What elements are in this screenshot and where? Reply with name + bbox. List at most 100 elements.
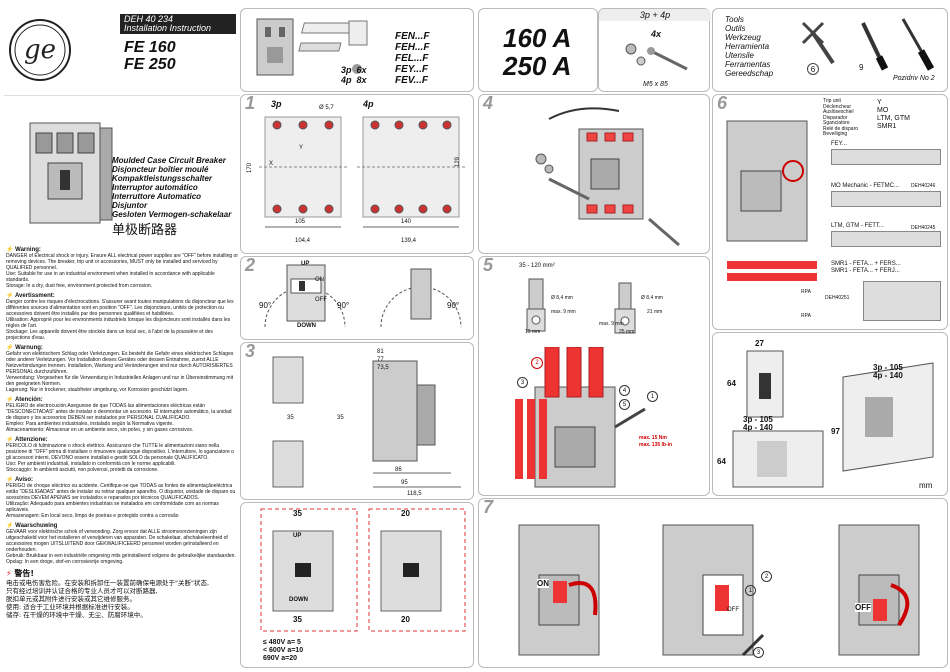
breaker-image [29,122,113,224]
warning-de: ⚡ Warnung: Gefahr von elektrischem Schla… [6,344,238,393]
step7-number: 7 [483,497,494,517]
qty-6x: 6x [356,65,367,75]
w-21: 21 mm [647,309,663,315]
row-mo: MO Mechanic - FETMC... [831,183,900,189]
warnings-block: ⚡ Warning: DANGER of Electrical shock or… [6,246,238,619]
tools-title: Outils [725,24,746,33]
step2-on: ON [315,277,324,283]
step6-panel: 6 Trip unit Déclencheur Auslöseschiel Di… [712,93,948,330]
callout-1: 1 [647,391,658,402]
step4-panel: 4 [478,93,710,254]
product-name-es: Interruptor automático [112,183,198,192]
code-a: DEH40246 [911,183,936,189]
callout-3: 3 [517,377,528,388]
bolt-icon: ⚡ [6,345,14,351]
product-name-pt: Disjuntor [112,201,148,210]
variant-item: FEV...F [395,75,428,86]
legend-item: MO [877,107,889,114]
warning-it: ⚡ Attenzione: PERICOLO di fulminazione o… [6,436,238,473]
screw-icon [625,43,688,71]
angle-left: 90° [259,301,272,310]
warning-use: Empleo: Para ambientes industriales, ins… [6,421,174,427]
step3-clearance-panel: 35 20 UP DOWN 35 20 ≤ 480V a= 5 < 600V a… [240,502,474,668]
warning-use: Gebruik: Bruikbaar in een industriële om… [6,553,236,559]
ltm-plate [831,231,941,247]
step7-breaker-off [838,524,920,656]
rpa-b: RPA [801,313,811,319]
step5-number: 5 [483,255,494,275]
warning-use: Utilização: Adequado para ambientes indu… [6,501,219,513]
hole-b: Ø 8,4 mm [641,295,663,301]
step2-orientation-diagram [264,264,462,328]
axis-y: Y [299,145,304,151]
doc-number: DEH 40 234 [124,14,174,24]
warning-title: Attenzione: [14,437,48,443]
breaker-parts-image [256,18,368,76]
tools-title: Ferramentas [725,60,771,69]
warning-storage: Stockage: Les appareils doivent être sto… [6,329,213,341]
zh-line: 脱扣单元或其附件进行安装或其它维修服务。 [6,595,136,603]
product-name-nl: Gesloten Vermogen-schakelaar [112,210,232,219]
warning-text: Danger contre les risques d'électrocutio… [6,299,234,317]
rpa-a: RPA [801,289,811,295]
warning-text: DANGER of Electrical shock or injury. En… [6,253,238,271]
legend-item: Disparador [823,114,848,121]
tools-panel: Tools Outils Werkzeug Herramienta Utensi… [712,8,948,92]
doc-header-bar: DEH 40 234 Installation Instruction [120,14,236,34]
clearance-diagram [260,508,466,632]
warning-text: Gefahr von elektrischem Schlag oder Verl… [6,351,234,375]
rating-160: 160 A [503,23,572,53]
step1-number: 1 [245,93,256,113]
product-name-zh: 单极断路器 [112,223,178,238]
cut-64a: 64 [727,379,736,388]
clear-20-bottom: 20 [401,615,410,624]
warning-text: GEVAAR voor elektrische schok of verwond… [6,529,228,553]
variant-item: FEN...F [395,31,430,42]
step1-label-4p: 4p [363,99,374,109]
kit-qty: 4x [651,29,662,39]
warning-use: Verwendung: Vorgesehen für die Verwendun… [6,375,234,387]
cut-unit: mm [919,481,933,490]
legend-item: SMR1 [877,123,897,130]
legend-item: Déclencheur [823,103,852,110]
callout-2: 2 [531,357,543,369]
step4-number: 4 [483,93,494,113]
zh-line: 电击或电伤害危险。在安装和拆卸任一装置前确保电源处于"关断"状态, [6,579,210,587]
step7-panel: 7 ON 1 2 3 OFF OFF [478,497,948,668]
warning-title: Waarschuwing [15,523,58,529]
bolt-icon: ⚡ [6,247,14,253]
bolt-icon: ⚡ [6,523,14,529]
warning-title: Warning: [15,247,41,253]
step7-off-mid: OFF [727,607,739,613]
warning-text: PERICOLO di fulminazione o shock elettri… [6,443,234,461]
fey-plate [831,149,941,165]
qty-8x: 8x [356,75,367,85]
step1-panel: 1 3p 4p Ø 5,7 X Y 105 104,4 140 139,4 17… [240,93,474,254]
bolt-icon: ⚡ [6,293,14,299]
qty-grid: 3p 6x 4p 8x [341,65,367,85]
warning-use: Uso: Per ambienti industriali, installat… [6,461,176,467]
cut-3p-b: 3p - 105 [743,415,773,424]
w-19: 19 mm [525,329,541,335]
row-fey: FEY... [831,141,847,147]
tools-title: Gereedschap [725,69,774,78]
clear-35-top: 35 [293,509,302,518]
tools-image [801,18,935,71]
tool-size-9: 9 [859,63,864,72]
variant-item: FEY...F [395,64,428,75]
row-smr1-b: SMR1 - FETA... + FERJ... [831,268,900,274]
dim-3p-104: 104,4 [295,238,311,244]
screw-spec: M5 x 85 [643,81,668,88]
warning-fr: ⚡ Avertissment: Danger contre les risque… [6,292,238,341]
cut-97: 97 [831,427,840,436]
warning-en: ⚡ Warning: DANGER of Electrical shock or… [6,246,238,289]
smr1-plate [863,281,941,321]
mo-plate [831,191,941,207]
doc-type: Installation Instruction [124,23,212,33]
rating-250: 250 A [503,51,572,81]
variant-item: FEL...F [395,53,429,64]
cutout-diagram [732,350,934,488]
step7-off-label: OFF [855,603,871,612]
zh-line: 使用: 适合于工业环境并根据标准进行安装。 [6,603,134,611]
svg-text:ge: ge [24,35,56,65]
